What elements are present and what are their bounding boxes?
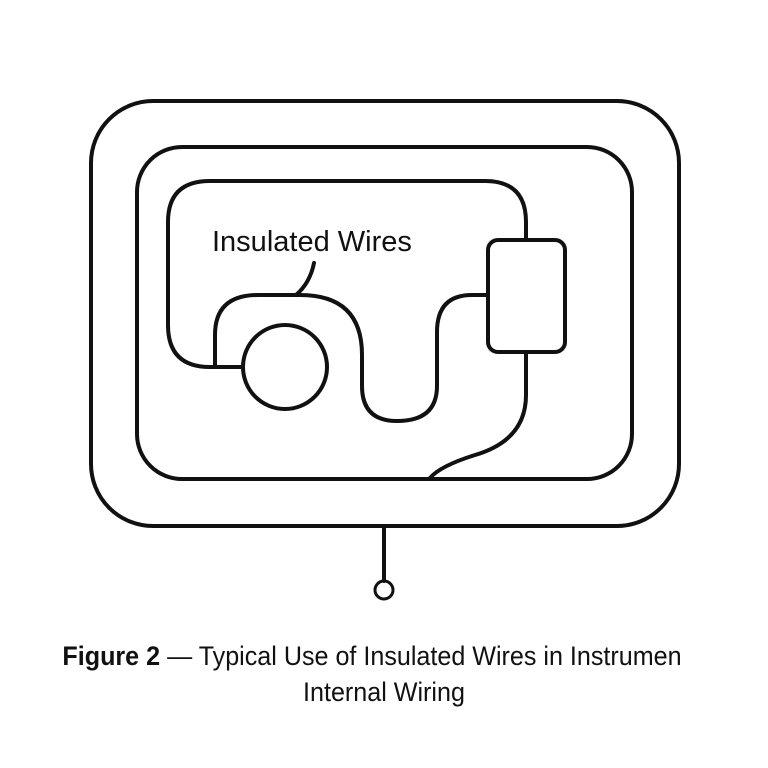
label-leader-line [294,261,316,297]
inner-enclosure [135,145,634,481]
outer-enclosure [89,99,681,528]
caption-separator: — [160,641,199,671]
insulated-wire-lower [428,350,528,480]
figure-number: Figure 2 [62,641,161,671]
figure-caption-line2: Internal Wiring [303,677,465,707]
insulated-wire-upper [166,179,528,369]
terminal-circle [373,579,395,601]
caption-title-line1: Typical Use of Insulated Wires in Instru… [198,641,682,671]
insulated-wires-label: Insulated Wires [212,226,412,258]
figure-caption-line1: Figure 2 — Typical Use of Insulated Wire… [0,640,744,673]
circular-component [241,323,329,411]
insulated-wire-middle [213,293,490,423]
rectangular-component [486,238,567,354]
